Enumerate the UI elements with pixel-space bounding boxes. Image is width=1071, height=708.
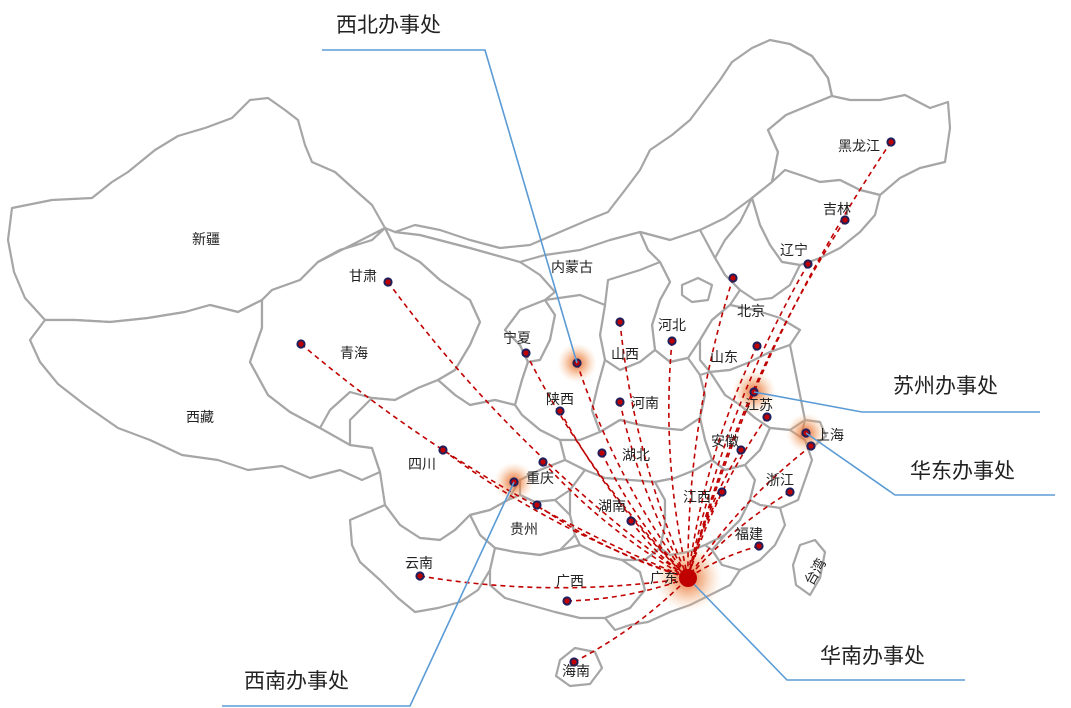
label-qinghai: 青海 bbox=[340, 346, 368, 362]
label-zhejiang: 浙江 bbox=[766, 473, 794, 489]
dot-jilin bbox=[840, 215, 850, 225]
dot-yunnan bbox=[415, 571, 425, 581]
region-taiwan bbox=[791, 538, 827, 597]
delivery-routes bbox=[300, 141, 892, 663]
label-hebei: 河北 bbox=[658, 318, 686, 334]
dot-shandong bbox=[752, 341, 762, 351]
label-jiangxi: 江西 bbox=[683, 490, 711, 506]
dot-hebei bbox=[667, 336, 677, 346]
province-outlines bbox=[6, 38, 952, 688]
label-yunnan: 云南 bbox=[405, 556, 433, 572]
office-southwest: 西南办事处 bbox=[244, 669, 349, 693]
province-labels: 新疆 西藏 青海 甘肃 内蒙古 宁夏 陕西 山西 河北 北京 辽宁 吉林 黑龙江… bbox=[186, 139, 880, 680]
dot-liaoning bbox=[803, 259, 813, 269]
label-gansu: 甘肃 bbox=[349, 269, 377, 285]
office-east: 华东办事处 bbox=[910, 459, 1015, 483]
dot-hunan bbox=[626, 516, 636, 526]
dot-heilongjiang bbox=[886, 137, 896, 147]
route-chongqing bbox=[542, 461, 689, 579]
callout-line-suzhou bbox=[753, 391, 1040, 413]
office-northwest: 西北办事处 bbox=[336, 13, 441, 37]
label-sichuan: 四川 bbox=[408, 457, 436, 473]
route-hebei bbox=[668, 340, 689, 579]
label-liaoning: 辽宁 bbox=[780, 242, 808, 259]
route-jiangxi bbox=[687, 491, 723, 579]
dot-shaanxi bbox=[555, 406, 565, 416]
route-zhejiang bbox=[687, 491, 791, 579]
dot-guangxi bbox=[562, 596, 572, 606]
label-hunan: 湖南 bbox=[598, 499, 626, 515]
dot-sichuan bbox=[438, 445, 448, 455]
region-hainan bbox=[554, 646, 604, 688]
callout-line-southwest bbox=[222, 481, 515, 707]
region-henan bbox=[590, 348, 707, 434]
label-guizhou: 贵州 bbox=[510, 522, 538, 538]
label-shanghai: 上海 bbox=[816, 428, 844, 444]
label-henan: 河南 bbox=[631, 396, 659, 412]
route-henan bbox=[619, 401, 689, 579]
route-fujian bbox=[687, 545, 760, 579]
dot-ningxia bbox=[521, 348, 531, 358]
callout-line-east bbox=[805, 432, 1055, 496]
route-guizhou bbox=[536, 504, 689, 579]
office-callouts bbox=[222, 49, 1055, 707]
office-south: 华南办事处 bbox=[820, 644, 925, 668]
route-ningxia bbox=[525, 352, 689, 579]
label-heilongjiang: 黑龙江 bbox=[838, 139, 880, 155]
dot-jiangsu bbox=[762, 412, 772, 422]
dot-anhui bbox=[736, 445, 746, 455]
route-shandong bbox=[687, 345, 758, 579]
route-hainan bbox=[573, 577, 689, 663]
route-yunnan bbox=[419, 575, 689, 589]
dot-gansu bbox=[383, 277, 393, 287]
label-jilin: 吉林 bbox=[823, 202, 851, 218]
label-jiangsu: 江苏 bbox=[745, 398, 773, 414]
label-shandong: 山东 bbox=[710, 350, 738, 366]
label-xinjiang: 新疆 bbox=[192, 232, 220, 248]
dot-zhejiang bbox=[785, 487, 795, 497]
route-shanghai bbox=[687, 445, 812, 579]
label-fujian: 福建 bbox=[735, 527, 763, 543]
label-beijing: 北京 bbox=[737, 304, 765, 320]
label-shaanxi: 陕西 bbox=[546, 392, 574, 408]
dot-hubei bbox=[597, 448, 607, 458]
label-ningxia: 宁夏 bbox=[503, 330, 531, 347]
label-hubei: 湖北 bbox=[622, 448, 650, 464]
region-liaoning bbox=[713, 196, 802, 302]
label-guangdong: 广东 bbox=[650, 571, 678, 587]
dot-shanghai bbox=[806, 441, 816, 451]
dot-henan bbox=[615, 397, 625, 407]
label-guangxi: 广西 bbox=[556, 574, 584, 590]
office-labels: 西北办事处 苏州办事处 华东办事处 西南办事处 华南办事处 bbox=[244, 13, 1015, 693]
dot-guizhou bbox=[532, 500, 542, 510]
dot-hainan bbox=[569, 657, 579, 667]
route-gansu bbox=[387, 281, 689, 579]
route-neimenggu bbox=[576, 362, 689, 579]
callout-line-northwest bbox=[322, 49, 578, 364]
region-beijing bbox=[680, 276, 714, 304]
label-xizang: 西藏 bbox=[186, 410, 214, 426]
hub-dot-guangdong bbox=[679, 569, 697, 587]
label-shanxi: 山西 bbox=[611, 347, 639, 363]
label-chongqing: 重庆 bbox=[526, 471, 554, 487]
dot-beijing bbox=[728, 273, 738, 283]
route-guangxi bbox=[566, 577, 689, 602]
office-suzhou: 苏州办事处 bbox=[893, 374, 998, 398]
label-neimenggu: 内蒙古 bbox=[551, 260, 593, 276]
callout-line-south bbox=[687, 577, 965, 681]
route-hubei bbox=[601, 452, 689, 579]
dot-jiangxi bbox=[717, 487, 727, 497]
route-liaoning bbox=[687, 263, 809, 579]
dot-fujian bbox=[754, 541, 764, 551]
label-hainan: 海南 bbox=[562, 664, 590, 680]
route-sichuan bbox=[442, 449, 689, 579]
dot-chongqing bbox=[538, 457, 548, 467]
dot-qinghai bbox=[296, 339, 306, 349]
route-qinghai bbox=[300, 343, 689, 579]
label-anhui: 安徽 bbox=[711, 434, 739, 450]
route-beijing bbox=[687, 277, 734, 579]
dot-shanxi bbox=[615, 317, 625, 327]
